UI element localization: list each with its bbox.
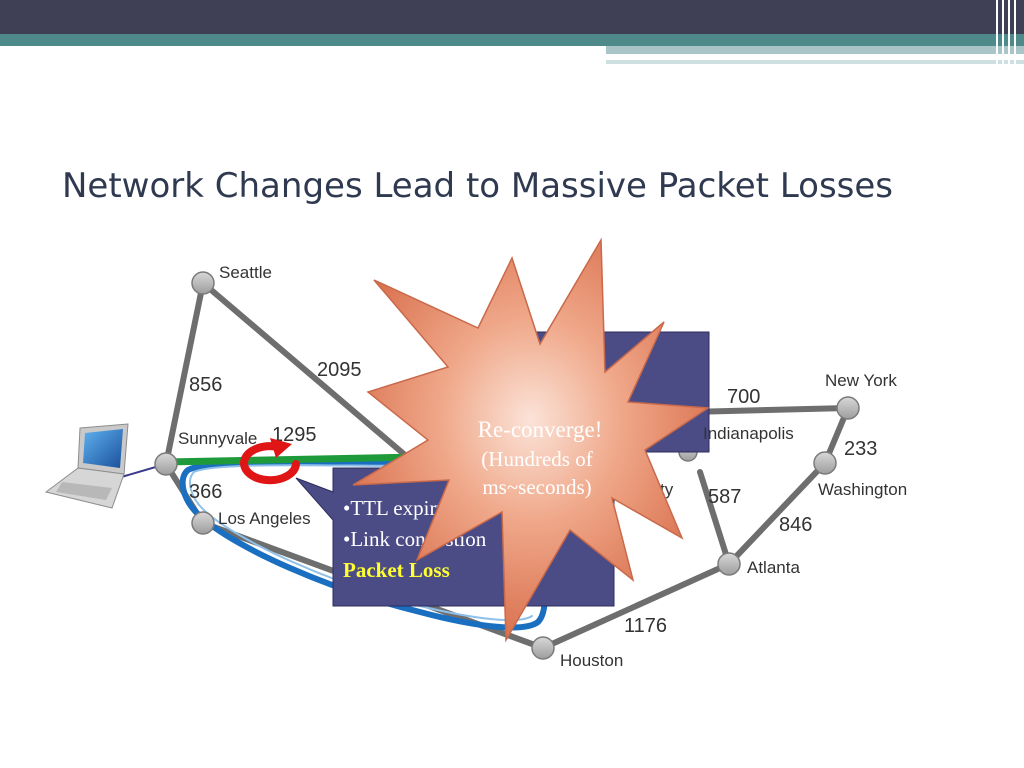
node-sunnyvale (154, 452, 178, 476)
label-seattle: Seattle (219, 263, 272, 282)
link-seattle-sunnyvale (163, 280, 206, 467)
starburst-subtitle-line1: (Hundreds of (481, 447, 592, 471)
starburst-subtitle-line2: ms~seconds) (482, 475, 591, 499)
dist-indy-newyork: 700 (727, 386, 760, 408)
dist-washington-atlanta: 846 (779, 514, 812, 536)
header-light-band-thin (606, 60, 1024, 64)
laptop-icon (44, 423, 167, 509)
dist-sunnyvale-la: 366 (189, 481, 222, 503)
header-vertical-lines (992, 0, 1024, 70)
header-light-band (606, 46, 1024, 54)
callout-packet-loss-text: Packet Loss (343, 558, 450, 582)
node-houston (531, 636, 555, 660)
dist-seattle-sunnyvale: 856 (189, 374, 222, 396)
link-houston-atlanta (540, 561, 732, 651)
node-washington (813, 451, 837, 475)
header-teal-band (0, 34, 1024, 46)
link-indy-newyork (687, 405, 851, 415)
node-atlanta (717, 552, 741, 576)
label-atlanta: Atlanta (747, 558, 800, 577)
label-indianapolis: Indianapolis (703, 424, 794, 443)
node-los-angeles (191, 511, 215, 535)
link-kc-atlanta (697, 469, 732, 567)
link-seattle-denver (200, 280, 408, 458)
label-houston: Houston (560, 651, 623, 670)
reconverge-starburst: Re-converge! (Hundreds of ms~seconds) (352, 237, 711, 643)
starburst-title: Re-converge! (478, 417, 603, 442)
node-newyork (836, 396, 860, 420)
dist-houston-atlanta: 1176 (624, 615, 667, 637)
label-washington: Washington (818, 480, 907, 499)
slide-title: Network Changes Lead to Massive Packet L… (62, 166, 894, 206)
header-dark-band (0, 0, 1024, 34)
city-labels: Seattle Sunnyvale Los Angeles New York I… (178, 263, 907, 670)
label-los-angeles: Los Angeles (218, 509, 311, 528)
node-seattle (191, 271, 215, 295)
routing-loop-icon (240, 438, 300, 485)
link-atlanta-washington (726, 460, 828, 567)
green-original-path (162, 453, 424, 466)
distance-labels: 856 2095 1295 366 700 233 587 846 1176 (189, 359, 877, 637)
dist-newyork-washington: 233 (844, 438, 877, 460)
dist-seattle-denver: 2095 (317, 359, 362, 381)
label-newyork: New York (825, 371, 897, 390)
label-sunnyvale: Sunnyvale (178, 429, 257, 448)
network-nodes (154, 271, 860, 660)
callout-ttl-text: •TTL expiry (343, 496, 447, 520)
dist-kc-atlanta: 587 (708, 486, 741, 508)
dist-sunnyvale-denver: 1295 (272, 424, 317, 446)
header-accent-line (826, 56, 946, 58)
